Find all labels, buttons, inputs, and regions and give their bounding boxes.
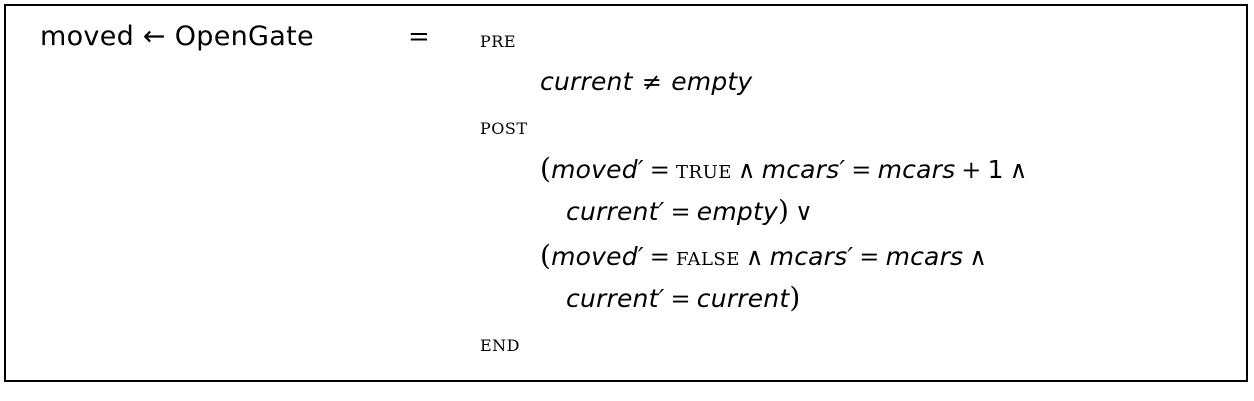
open-paren: ( [540,152,552,185]
token-op: ∧ [732,156,761,184]
token-op: = [665,285,696,313]
postcondition-line-3: (moved′ = FALSE ∧ mcars′ = mcars ∧ [540,238,993,274]
postcondition-line-1-tokens: moved′ = TRUE ∧ mcars′ = mcars + 1 ∧ [551,155,1033,184]
token-prime: ′ [658,197,665,226]
token-op: = [854,243,885,271]
postcondition-line-2: current′ = empty) ∨ [566,193,819,229]
keyword-pre: PRE [480,27,516,53]
token-prime: ′ [658,284,665,313]
precondition-rhs: empty [671,67,753,96]
token-prime: ′ [637,155,644,184]
postcondition-line-3-tokens: moved′ = FALSE ∧ mcars′ = mcars ∧ [551,242,993,271]
token-op: = [846,156,877,184]
token-prime: ′ [839,155,846,184]
token-var: mcars [877,155,956,184]
postcondition-line-2-tokens: current′ = empty) ∨ [566,194,819,227]
keyword-end: END [480,331,521,357]
token-op: = [644,243,676,271]
token-var: moved [551,242,638,271]
token-paren: ) [789,281,801,314]
token-var: mcars [885,242,964,271]
token-prime: ′ [847,242,854,271]
token-op: = [644,156,676,184]
token-paren: ) [777,194,790,227]
specification-body: moved ← OpenGate = PRE current ≠ empty P… [6,6,1246,380]
token-var: mcars [769,242,848,271]
token-var: empty [696,197,778,226]
signature-equals-sign: = [408,22,430,52]
token-const: TRUE [676,155,732,184]
token-var: current [696,284,790,313]
token-op: ∧ [1004,156,1033,184]
token-var: current [566,284,659,313]
operation-signature-text: moved ← OpenGate [40,21,314,52]
token-var: moved [551,155,638,184]
precondition-expression: current ≠ empty [540,64,752,100]
token-op: ∧ [964,243,993,271]
operation-signature: moved ← OpenGate = [6,18,1246,58]
not-equal-operator: ≠ [641,68,663,96]
operation-specification-box: moved ← OpenGate = PRE current ≠ empty P… [4,4,1248,382]
token-var: mcars [761,155,840,184]
token-op: ∧ [740,243,769,271]
token-const: FALSE [676,242,740,271]
token-op: + [956,156,987,184]
precondition-lhs: current [540,67,633,96]
token-var: current [566,197,659,226]
token-prime: ′ [637,242,644,271]
open-paren: ( [540,239,552,272]
token-op: = [665,198,696,226]
postcondition-line-1: (moved′ = TRUE ∧ mcars′ = mcars + 1 ∧ [540,151,1033,187]
token-num: 1 [987,155,1004,184]
token-op: ∨ [790,198,818,226]
postcondition-line-4: current′ = current) [566,280,800,316]
keyword-post: POST [480,114,528,140]
postcondition-line-4-tokens: current′ = current) [566,281,801,314]
